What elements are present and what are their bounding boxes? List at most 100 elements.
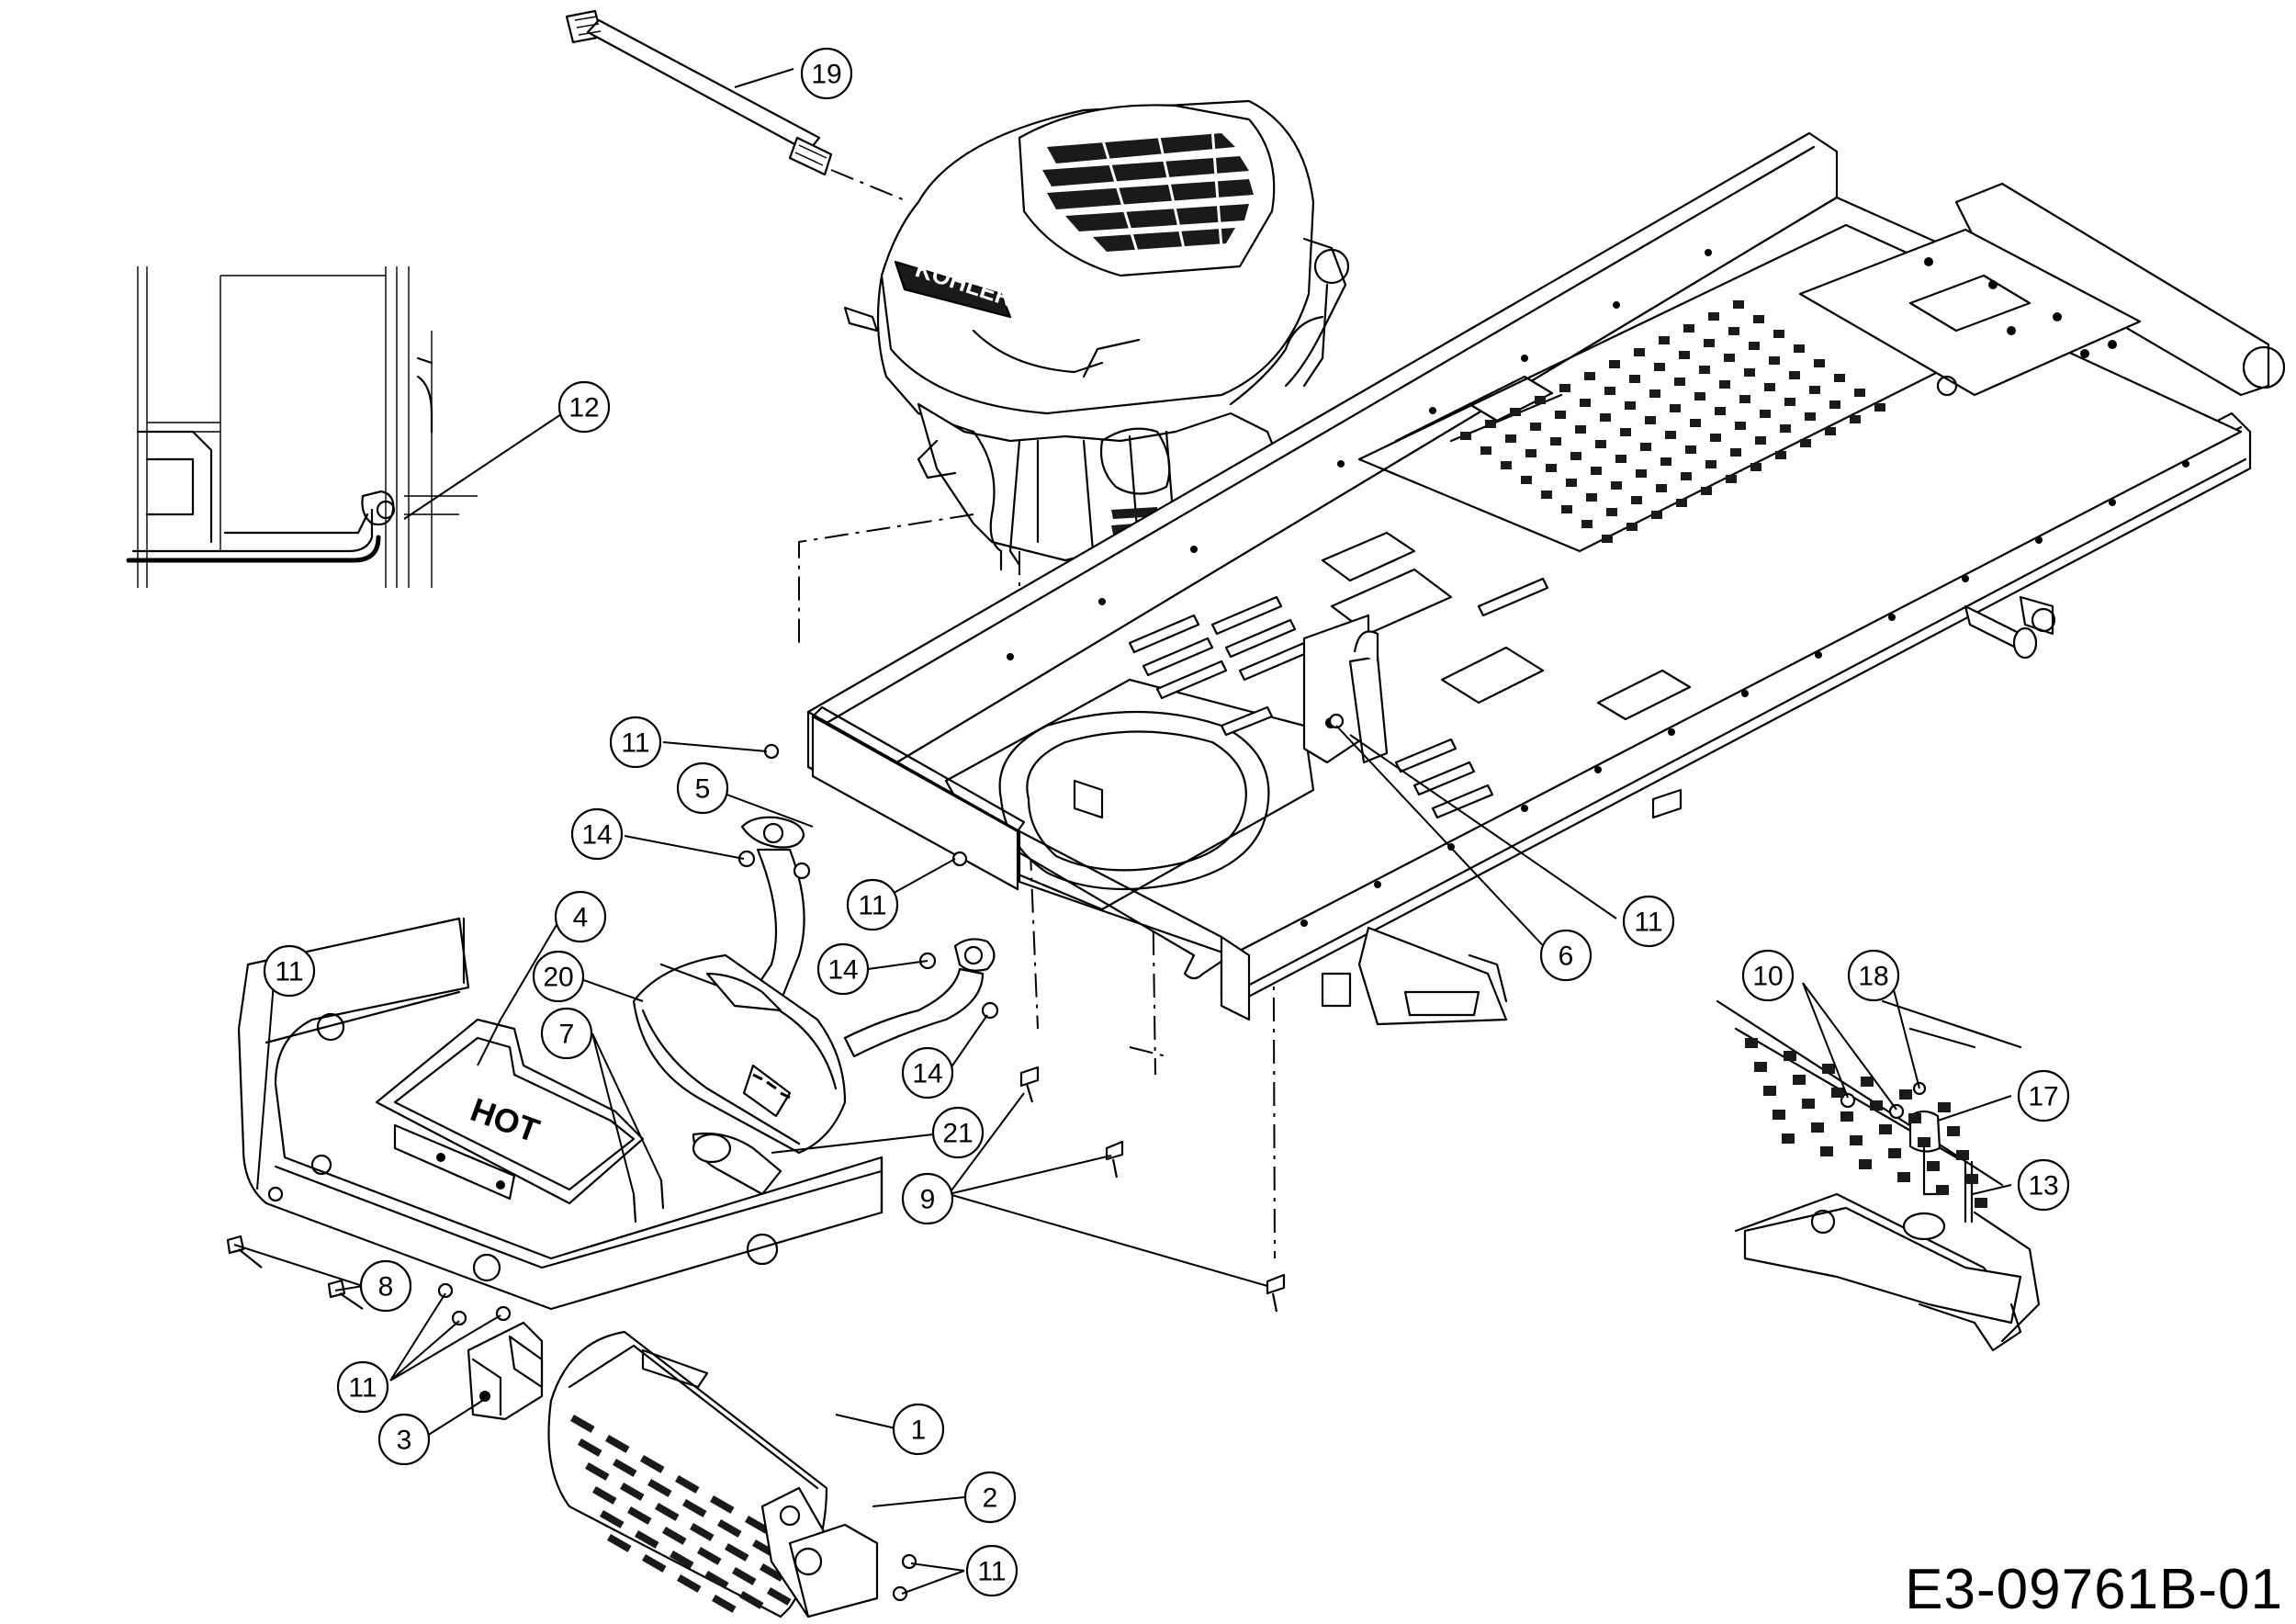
inset-perforation [1859,1159,1872,1169]
callout-label: 20 [543,963,573,993]
inset-perforation [1927,1161,1940,1171]
perforation [1659,336,1670,344]
perforation [1626,523,1638,531]
perforation [1665,431,1676,439]
cover-slot [767,1587,792,1606]
cover-slot [627,1506,652,1525]
callout-4: 4 [554,890,607,943]
perforation [1660,457,1671,466]
inset-perforation [1861,1077,1874,1087]
perforation [1530,423,1541,431]
perforation [1580,399,1591,407]
cover-slot [690,1523,715,1541]
callout-label: 14 [827,955,858,986]
perforation [1685,445,1696,454]
callout-1: 1 [892,1403,945,1456]
inset-perforation [1784,1051,1796,1061]
callout-label: 11 [977,1557,1006,1587]
inset-perforation [1947,1126,1960,1136]
perforation [1829,400,1840,409]
perforation [1546,464,1557,472]
callout-circle [2017,1158,2070,1212]
inset-perforation [1802,1099,1815,1109]
perforation [1645,416,1656,424]
callout-circle [931,1106,985,1159]
perforation [1600,413,1611,422]
callout-13: 13 [2017,1158,2070,1212]
inset-perforation [1840,1111,1853,1122]
perforation [1460,432,1471,440]
callout-label: 11 [1634,908,1662,938]
perforation [1750,463,1761,471]
perforation [1780,424,1791,433]
callout-circle [676,761,729,815]
perforation [1649,389,1660,398]
callout-circle [532,950,585,1003]
callout-label: 8 [378,1272,394,1303]
inset-perforation [1888,1148,1901,1158]
callout-21: 21 [931,1106,985,1159]
perforation [1654,363,1665,371]
perforation [1719,380,1730,389]
perforation [1575,425,1586,434]
callout-circle [846,878,899,931]
cover-slot [732,1567,757,1585]
callout-label: 11 [621,728,649,759]
perforation [1485,420,1496,428]
perforation [1739,395,1750,403]
cover-slot [677,1574,702,1593]
perforation [1505,434,1516,443]
part-5-heat-shield [811,705,1026,891]
callout-circle [359,1259,412,1313]
inset-perforation [1975,1198,1987,1208]
callout-circle [557,380,611,434]
inset-perforation [1811,1122,1824,1133]
perforation [1651,511,1662,519]
perforation [1730,448,1741,457]
callout-14: 14 [570,807,624,861]
perforation [1611,481,1622,490]
perforation [1805,412,1816,421]
perforation [1501,461,1512,469]
callout-18: 18 [1847,949,1900,1002]
perforation [1631,496,1642,504]
callout-9: 9 [901,1172,954,1225]
inset-perforation [1793,1075,1806,1085]
perforation [1789,371,1800,379]
cover-slot [682,1499,707,1517]
perforation [1733,300,1744,309]
inset-perforation [1820,1146,1833,1156]
perforation [1555,411,1566,419]
inset-perforation [1745,1038,1758,1048]
callout-label: 5 [695,774,711,805]
perforation [1604,387,1615,395]
perforation [1670,404,1681,412]
perforation [1708,312,1719,321]
callout-label: 7 [559,1020,575,1050]
perforation [1584,372,1595,380]
callout-label: 11 [858,891,886,921]
perforation [1755,436,1766,445]
perforation [1625,401,1636,410]
cover-slot [605,1435,630,1453]
inset-perforation [1822,1064,1835,1074]
drawing-number: E3-09761B-01 [1905,1558,2283,1621]
callout-circle [901,1172,954,1225]
exhaust-system [632,816,996,1196]
engine-mount-line-2 [1019,551,1039,1030]
perforation [1606,508,1617,516]
callout-label: 9 [920,1185,936,1215]
inset-perforation [1831,1088,1844,1098]
perforation [1683,324,1694,333]
inset-perforation [1773,1110,1785,1120]
callout-circle [963,1471,1017,1524]
cover-slot [760,1563,784,1582]
cover-slot [712,1595,737,1613]
perforation [1705,460,1716,468]
callout-circle [901,1046,954,1100]
part-3-bracket [467,1321,544,1421]
perforation [1874,403,1885,412]
callout-14: 14 [816,942,870,996]
perforation [1602,535,1613,543]
frame-rivets [1007,249,2189,927]
